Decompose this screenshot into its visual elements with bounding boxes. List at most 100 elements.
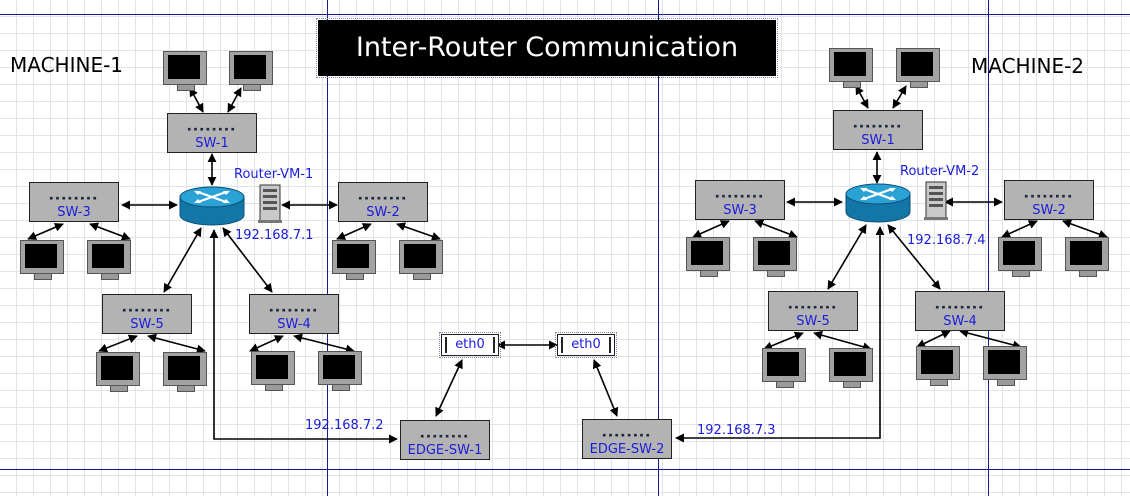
switch-sw-2: ▪▪▪▪▪▪▪▪ SW-2 <box>338 182 428 222</box>
switch-label: SW-4 <box>277 317 311 332</box>
switch-ports: ▪▪▪▪▪▪▪▪ <box>602 431 652 439</box>
monitor-icon <box>829 348 873 388</box>
link <box>227 87 242 113</box>
switch-label: SW-2 <box>1032 203 1066 218</box>
switch-label: EDGE-SW-1 <box>407 443 483 458</box>
link <box>89 222 131 241</box>
switch-label: SW-1 <box>195 136 229 151</box>
monitor-icon <box>87 240 131 280</box>
switch-sw-5: ▪▪▪▪▪▪▪▪ SW-5 <box>768 291 858 331</box>
link <box>249 335 284 352</box>
switch-ports: ▪▪▪▪▪▪▪▪ <box>122 306 172 314</box>
switch-sw-1: ▪▪▪▪▪▪▪▪ SW-1 <box>833 110 923 150</box>
switch-label: SW-4 <box>943 314 977 329</box>
monitor-icon <box>916 346 960 386</box>
switch-label: SW-2 <box>366 205 400 220</box>
link <box>1062 219 1108 239</box>
switch-ports: ▪▪▪▪▪▪▪▪ <box>788 303 838 311</box>
frame-line <box>0 469 1130 470</box>
router-1-ip: 192.168.7.1 <box>235 228 314 243</box>
switch-sw-4: ▪▪▪▪▪▪▪▪ SW-4 <box>249 294 339 334</box>
switch-label: SW-5 <box>130 317 164 332</box>
monitor-icon <box>983 346 1027 386</box>
switch-ports: ▪▪▪▪▪▪▪▪ <box>715 192 765 200</box>
link <box>396 222 441 241</box>
link <box>855 85 869 109</box>
edge-2-ip: 192.168.7.3 <box>697 423 776 438</box>
switch-ports: ▪▪▪▪▪▪▪▪ <box>269 306 319 314</box>
link <box>147 333 206 354</box>
link <box>763 331 804 351</box>
monitor-icon <box>163 51 207 91</box>
monitor-icon <box>251 351 295 391</box>
link <box>892 85 907 109</box>
eth0-interface-2: eth0 <box>555 332 617 358</box>
switch-ports: ▪▪▪▪▪▪▪▪ <box>853 122 903 130</box>
link <box>827 224 867 290</box>
switch-ports: ▪▪▪▪▪▪▪▪ <box>935 303 985 311</box>
monitor-icon <box>163 352 207 392</box>
link <box>163 227 202 293</box>
switch-sw-1: ▪▪▪▪▪▪▪▪ SW-1 <box>167 113 257 153</box>
monitor-icon <box>896 48 940 88</box>
switch-ports: ▪▪▪▪▪▪▪▪ <box>420 432 470 440</box>
link <box>435 359 463 417</box>
frame-line <box>0 14 1130 15</box>
switch-ports: ▪▪▪▪▪▪▪▪ <box>187 125 237 133</box>
switch-ports: ▪▪▪▪▪▪▪▪ <box>358 194 408 202</box>
edge-switch-2: ▪▪▪▪▪▪▪▪ EDGE-SW-2 <box>582 419 672 459</box>
switch-label: SW-3 <box>57 205 91 220</box>
link <box>592 359 619 417</box>
monitor-icon <box>332 240 376 280</box>
machine-1-label: MACHINE-1 <box>10 53 124 77</box>
frame-line <box>658 0 659 496</box>
switch-label: SW-1 <box>861 133 895 148</box>
router-1-name: Router-VM-1 <box>234 167 314 182</box>
eth0-interface-1: eth0 <box>439 332 501 358</box>
switch-label: SW-3 <box>723 203 757 218</box>
machine-2-label: MACHINE-2 <box>971 54 1085 78</box>
link <box>887 224 941 290</box>
server-icon <box>258 184 282 223</box>
monitor-icon <box>998 237 1042 277</box>
link <box>916 330 951 348</box>
monitor-icon <box>762 348 806 388</box>
server-icon <box>924 181 948 220</box>
monitor-icon <box>399 240 443 280</box>
link <box>336 223 372 240</box>
link <box>754 219 798 239</box>
router-icon <box>179 186 245 226</box>
edge-switch-1: ▪▪▪▪▪▪▪▪ EDGE-SW-1 <box>400 420 490 460</box>
monitor-icon <box>686 237 730 277</box>
switch-sw-4: ▪▪▪▪▪▪▪▪ SW-4 <box>915 291 1005 331</box>
router-2-ip: 192.168.7.4 <box>907 233 986 248</box>
router-icon <box>845 183 911 223</box>
switch-sw-2: ▪▪▪▪▪▪▪▪ SW-2 <box>1004 180 1094 220</box>
diagram-title: Inter-Router Communication <box>316 18 778 78</box>
switch-label: EDGE-SW-2 <box>589 442 665 457</box>
link <box>189 87 204 113</box>
monitor-icon <box>829 48 873 88</box>
switch-label: SW-5 <box>796 314 830 329</box>
monitor-icon <box>1065 237 1109 277</box>
link <box>959 328 1022 350</box>
link <box>293 333 355 354</box>
link <box>813 330 872 352</box>
monitor-icon <box>753 237 797 277</box>
link <box>692 220 730 238</box>
link <box>27 223 64 240</box>
monitor-icon <box>20 240 64 280</box>
switch-sw-5: ▪▪▪▪▪▪▪▪ SW-5 <box>102 294 192 334</box>
link <box>675 226 885 443</box>
monitor-icon <box>229 51 273 91</box>
switch-ports: ▪▪▪▪▪▪▪▪ <box>49 194 99 202</box>
router-2-name: Router-VM-2 <box>900 164 980 179</box>
monitor-icon <box>318 351 362 391</box>
edge-1-ip: 192.168.7.2 <box>305 418 384 433</box>
link <box>209 229 398 444</box>
frame-line <box>988 0 989 496</box>
monitor-icon <box>96 352 140 392</box>
switch-sw-3: ▪▪▪▪▪▪▪▪ SW-3 <box>29 182 119 222</box>
